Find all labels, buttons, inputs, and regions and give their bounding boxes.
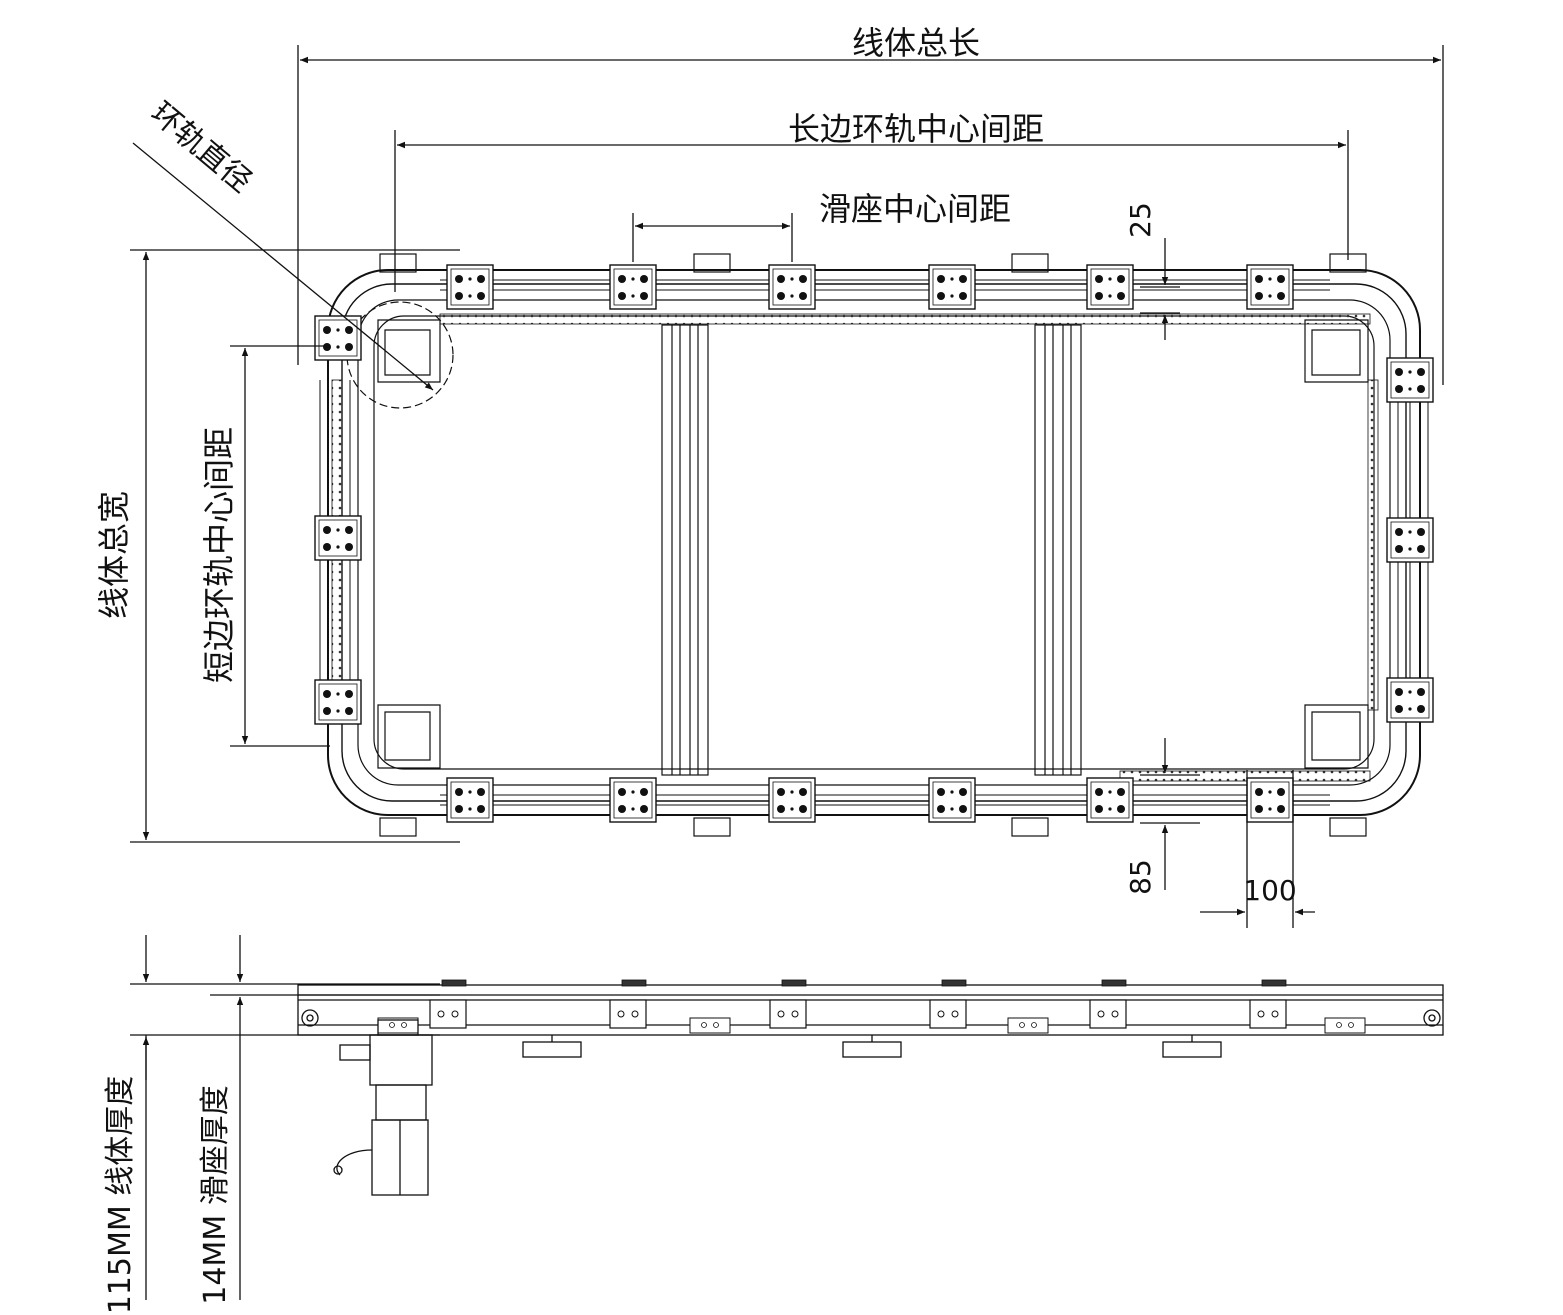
side-slider-block bbox=[1249, 979, 1287, 1029]
slider-block bbox=[314, 679, 362, 725]
slider-block bbox=[609, 777, 657, 823]
ring-diameter-circle bbox=[346, 301, 454, 409]
long-side-label: 长边环轨中心间距 bbox=[788, 110, 1044, 148]
side-view bbox=[297, 979, 1444, 1196]
line-thickness-label: 115MM 线体厚度 bbox=[103, 1076, 138, 1315]
dimension-lines bbox=[130, 45, 1444, 928]
dotted-rail-bottom bbox=[1119, 770, 1371, 782]
top-view bbox=[314, 253, 1434, 837]
side-slider-block bbox=[1089, 979, 1127, 1029]
track-inner-line bbox=[357, 299, 1391, 786]
slider-block bbox=[1086, 264, 1134, 310]
side-frame bbox=[297, 984, 1444, 1036]
slider-block bbox=[446, 777, 494, 823]
side-dimension-lines bbox=[130, 935, 440, 1300]
side-mount-block bbox=[1324, 1017, 1366, 1034]
side-slider-block bbox=[429, 979, 467, 1029]
dotted-rail-right bbox=[1367, 379, 1379, 711]
cross-beams bbox=[661, 324, 1082, 776]
motor bbox=[333, 1019, 433, 1196]
slider-block bbox=[1386, 677, 1434, 723]
side-slider-blocks bbox=[377, 979, 1366, 1034]
short-side-label: 短边环轨中心间距 bbox=[200, 427, 238, 683]
side-mount-block bbox=[1007, 1017, 1049, 1034]
labels: 线体总长 长边环轨中心间距 滑座中心间距 环轨直径 线体总宽 短边环轨中心间距 … bbox=[95, 24, 1297, 1314]
side-mount-block bbox=[689, 1017, 731, 1034]
slider-thickness-label: 14MM 滑座厚度 bbox=[198, 1085, 233, 1304]
total-length-label: 线体总长 bbox=[852, 24, 980, 62]
slider-blocks bbox=[314, 264, 1434, 823]
slider-block bbox=[1086, 777, 1134, 823]
slider-block bbox=[768, 264, 816, 310]
slider-block bbox=[1246, 264, 1294, 310]
slider-block bbox=[928, 777, 976, 823]
slider-block bbox=[768, 777, 816, 823]
corner-brackets bbox=[377, 319, 1369, 769]
track-innermost-line bbox=[373, 315, 1375, 770]
slider-block bbox=[609, 264, 657, 310]
track-outer-line bbox=[341, 283, 1407, 802]
slider-block bbox=[928, 264, 976, 310]
slider-distance-label: 滑座中心间距 bbox=[819, 190, 1011, 228]
side-slider-block bbox=[609, 979, 647, 1029]
dim-100-label: 100 bbox=[1243, 874, 1296, 907]
total-width-label: 线体总宽 bbox=[95, 491, 133, 619]
outer-frame bbox=[327, 269, 1421, 816]
ring-diameter-label: 环轨直径 bbox=[144, 96, 258, 200]
slider-block bbox=[314, 315, 362, 361]
slider-block bbox=[1246, 777, 1294, 823]
rail-bands bbox=[319, 279, 1429, 806]
side-slider-block bbox=[929, 979, 967, 1029]
ring-diameter-leader bbox=[132, 142, 434, 391]
slider-block bbox=[314, 515, 362, 561]
dim-25-label: 25 bbox=[1124, 202, 1157, 238]
side-mount-block bbox=[377, 1017, 419, 1034]
side-slider-block bbox=[769, 979, 807, 1029]
dim-85-label: 85 bbox=[1124, 859, 1157, 895]
slider-block bbox=[446, 264, 494, 310]
slider-block bbox=[1386, 517, 1434, 563]
dotted-rail-top bbox=[439, 313, 1371, 325]
slider-block bbox=[1386, 357, 1434, 403]
mounting-tabs bbox=[379, 253, 1367, 837]
